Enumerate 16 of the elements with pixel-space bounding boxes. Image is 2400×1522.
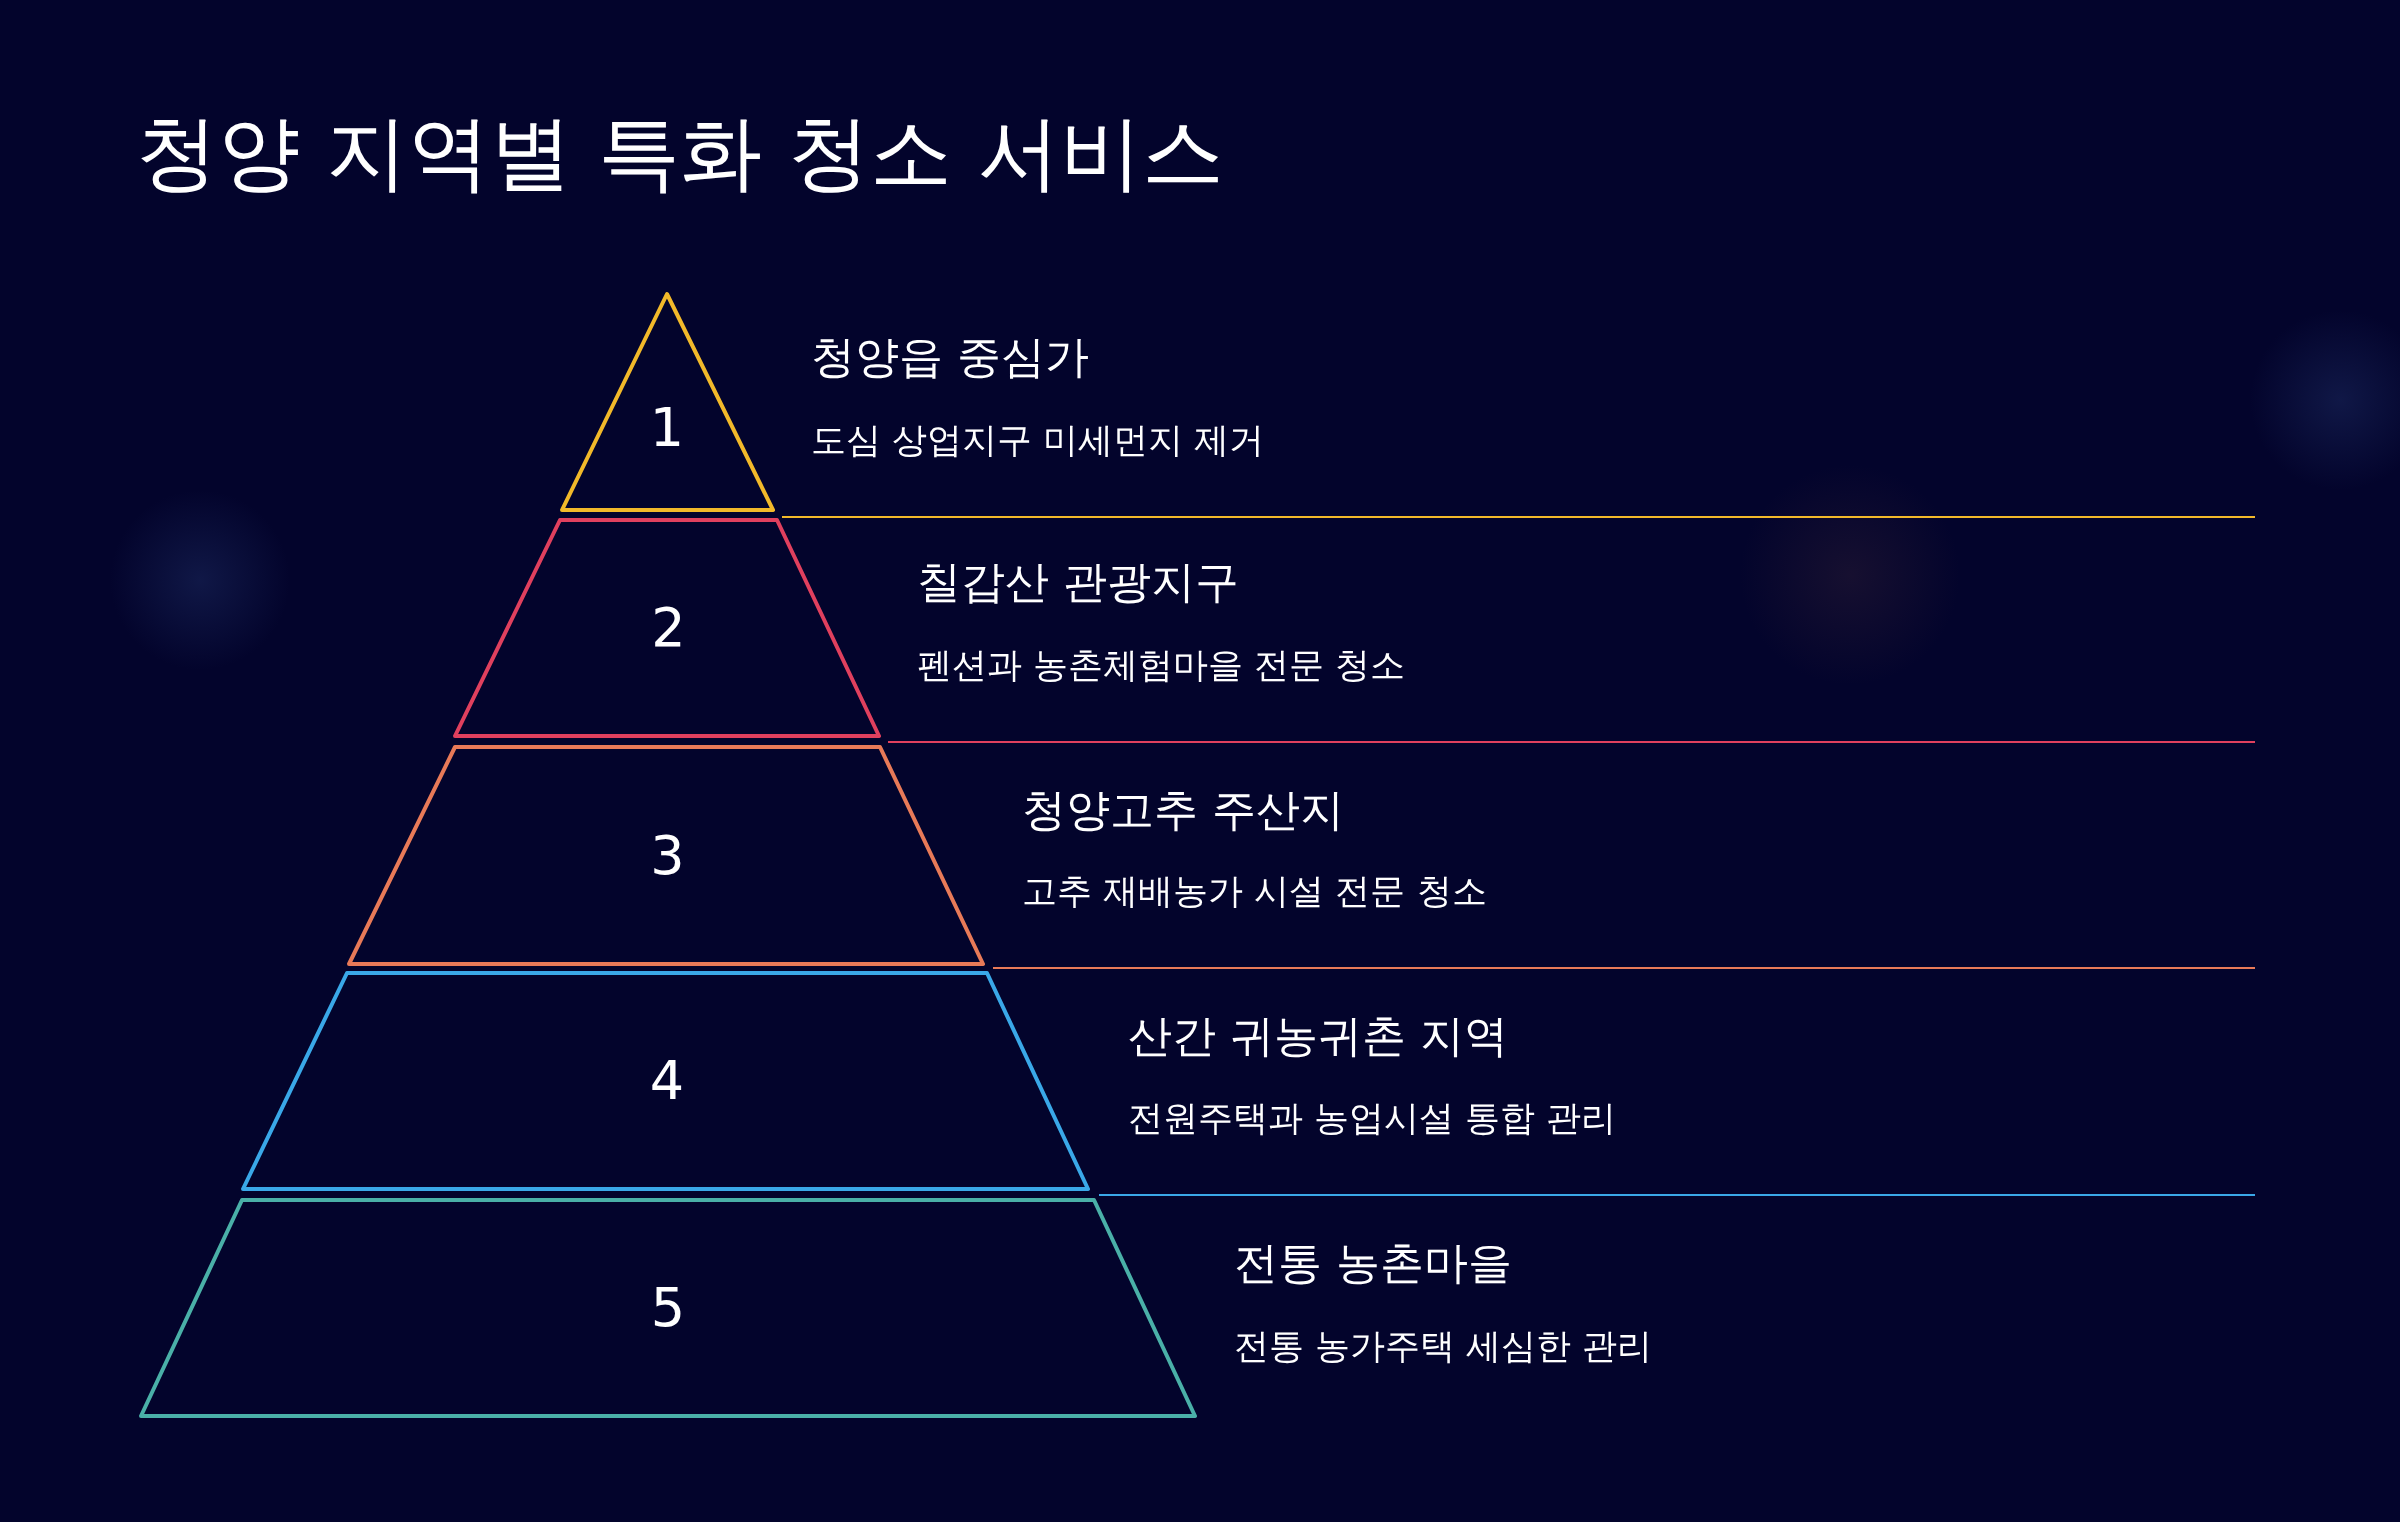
level-description: 고추 재배농가 시설 전문 청소 [1022,870,1487,914]
level-heading: 산간 귀농귀촌 지역 [1128,1009,1508,1064]
level-number: 4 [649,1051,685,1111]
level-number: 1 [649,397,685,458]
level-number: 2 [651,598,686,658]
level-heading: 칠갑산 관광지구 [917,555,1239,610]
level-heading: 청양읍 중심가 [811,330,1089,385]
level-description: 도심 상업지구 미세먼지 제거 [811,419,1265,463]
level-description: 펜션과 농촌체험마을 전문 청소 [917,644,1406,688]
level-description: 전원주택과 농업시설 통합 관리 [1128,1097,1617,1141]
level-description: 전통 농가주택 세심한 관리 [1234,1325,1653,1369]
level-number: 3 [650,825,685,886]
level-heading: 전통 농촌마을 [1234,1236,1512,1291]
title: 청양 지역별 특화 청소 서비스 [136,104,1225,202]
level-number: 5 [650,1278,686,1338]
level-heading: 청양고추 주산지 [1022,783,1344,838]
